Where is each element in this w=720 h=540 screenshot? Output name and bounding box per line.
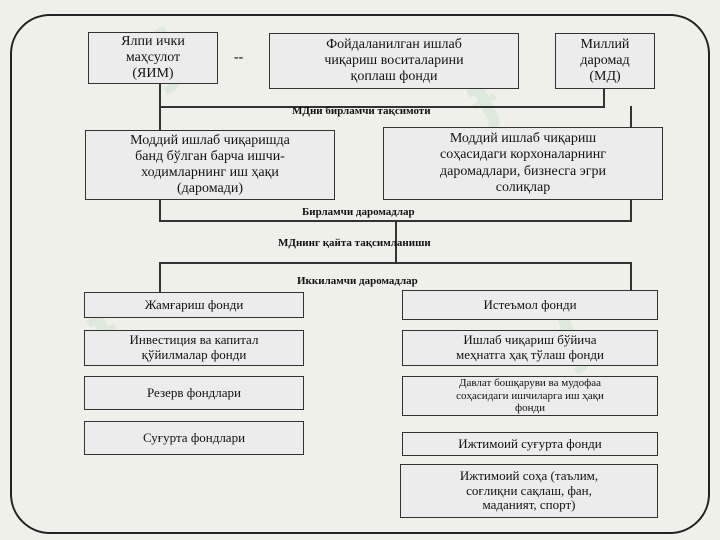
social-insurance-box: Ижтимоий суғурта фонди <box>402 432 658 456</box>
national-income-box: Миллий даромад (МД) <box>555 33 655 89</box>
redistribution-label: МДнинг қайта тақсимланиши <box>278 237 431 249</box>
labor-pay-fund-box: Ишлаб чиқариш бўйича меҳнатга ҳақ тўлаш … <box>402 330 658 366</box>
social-sphere-box: Ижтимоий соҳа (таълим, соғлиқни сақлаш, … <box>400 464 658 518</box>
national-income-label: Миллий даромад (МД) <box>580 36 630 85</box>
social-sphere-label: Ижтимоий соҳа (таълим, соғлиқни сақлаш, … <box>459 467 599 513</box>
wages-box: Моддий ишлаб чиқаришда банд бўлган барча… <box>85 130 335 200</box>
connector <box>159 80 161 106</box>
enterprise-income-label: Моддий ишлаб чиқариш соҳасидаги корхонал… <box>439 131 606 195</box>
labor-pay-fund-label: Ишлаб чиқариш бўйича меҳнатга ҳақ тўлаш … <box>456 332 604 362</box>
fixed-assets-box: Фойдаланилган ишлаб чиқариш воситаларини… <box>269 33 519 89</box>
connector <box>159 262 632 264</box>
connector <box>630 262 632 292</box>
connector <box>603 84 605 106</box>
fixed-assets-label: Фойдаланилган ишлаб чиқариш воситаларини… <box>324 36 464 85</box>
primary-income-label: Бирламчи даромадлар <box>302 206 415 218</box>
consumption-fund-box: Истеъмол фонди <box>402 290 658 320</box>
insurance-funds-label: Суғурта фондлари <box>142 429 246 445</box>
accumulation-fund-label: Жамғариш фонди <box>144 296 244 312</box>
investment-fund-box: Инвестиция ва капитал қўйилмалар фонди <box>84 330 304 366</box>
government-wages-box: Давлат бошқаруви ва мудофаа соҳасидаги и… <box>402 376 658 416</box>
connector <box>159 262 161 292</box>
reserve-funds-box: Резерв фондлари <box>84 376 304 410</box>
dash-separator: -- <box>234 50 244 65</box>
primary-distribution-label: МДни бирламчи тақсимоти <box>292 105 431 117</box>
government-wages-label: Давлат бошқаруви ва мудофаа соҳасидаги и… <box>456 377 604 415</box>
insurance-funds-box: Суғурта фондлари <box>84 421 304 455</box>
connector <box>630 106 632 130</box>
connector <box>395 221 397 262</box>
connector <box>159 220 632 222</box>
connector <box>159 198 161 220</box>
rounded-frame <box>10 14 710 534</box>
connector <box>159 106 161 130</box>
investment-fund-label: Инвестиция ва капитал қўйилмалар фонди <box>129 332 259 362</box>
consumption-fund-label: Истеъмол фонди <box>483 296 577 312</box>
reserve-funds-label: Резерв фондлари <box>147 384 241 400</box>
gdp-box: Ялпи ички маҳсулот (ЯИМ) <box>88 32 218 84</box>
accumulation-fund-box: Жамғариш фонди <box>84 292 304 318</box>
connector <box>630 198 632 220</box>
wages-label: Моддий ишлаб чиқаришда банд бўлган барча… <box>130 132 290 197</box>
gdp-label: Ялпи ички маҳсулот (ЯИМ) <box>121 33 185 82</box>
secondary-income-label: Иккиламчи даромадлар <box>297 275 418 287</box>
enterprise-income-box: Моддий ишлаб чиқариш соҳасидаги корхонал… <box>383 127 663 200</box>
connector <box>159 106 605 108</box>
social-insurance-label: Ижтимоий суғурта фонди <box>458 435 602 451</box>
